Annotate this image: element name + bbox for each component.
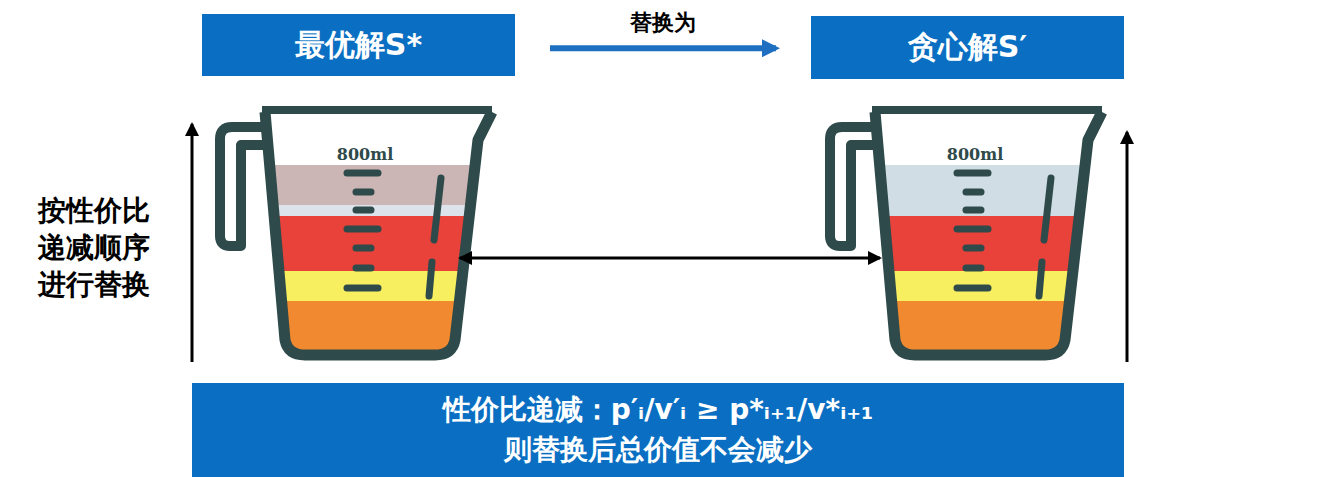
edge-label: 替换为 [627,10,699,36]
solution-box: 贪心解S′ [811,16,1124,79]
node-text: 则替换后总价值不会减少 [504,430,812,470]
compare-arrow [460,257,880,260]
solution-box: 最优解S* [202,14,515,76]
node-text: 贪心解S′ [908,27,1028,68]
cup-node: 800ml [880,145,1070,350]
node-text: 性价比递减：p′ᵢ/v′ᵢ ≥ p*ᵢ₊₁/v*ᵢ₊₁ [443,390,874,430]
replace-arrow [550,45,776,51]
node-text: 800ml [337,145,393,165]
order-arrow [191,124,194,362]
measuring-cup [830,110,1120,361]
node-text: 800ml [947,145,1003,165]
side-note: 按性价比递减顺序进行替换 [38,192,163,303]
measuring-cup [220,110,510,361]
order-arrow [1126,132,1129,362]
node-text: 最优解S* [295,25,422,66]
conclusion-band: 性价比递减：p′ᵢ/v′ᵢ ≥ p*ᵢ₊₁/v*ᵢ₊₁则替换后总价值不会减少 [192,383,1124,477]
cup-node: 800ml [270,145,460,350]
